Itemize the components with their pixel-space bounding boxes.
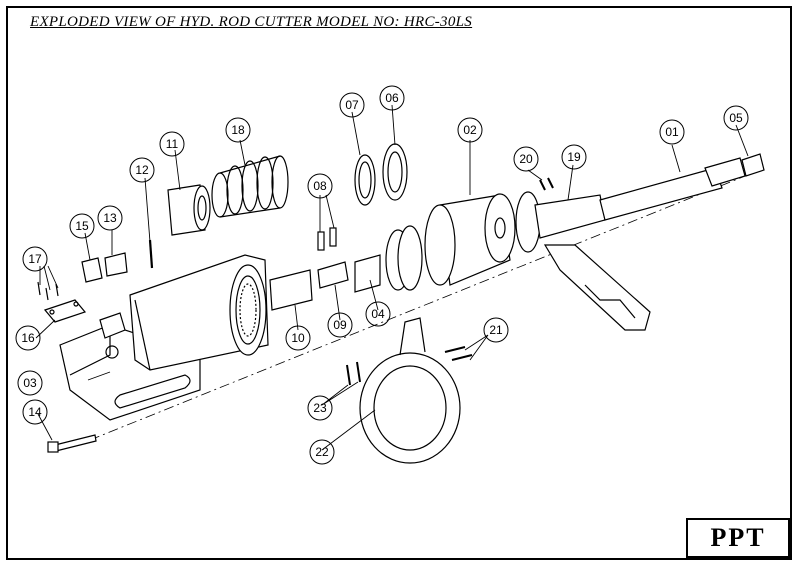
part-15-shape — [81, 257, 103, 283]
ppt-logo: PPT — [686, 518, 790, 558]
part-01-shape — [599, 157, 746, 221]
assembly-centerline — [89, 169, 761, 441]
svg-text:17: 17 — [28, 252, 42, 266]
part-02-shape — [424, 193, 516, 286]
svg-text:16: 16 — [21, 331, 35, 345]
part-20-shape — [539, 177, 554, 191]
svg-text:23: 23 — [313, 401, 327, 415]
svg-text:11: 11 — [166, 137, 179, 151]
part-21-shape — [444, 346, 473, 361]
svg-text:08: 08 — [313, 179, 327, 193]
svg-text:03: 03 — [23, 376, 37, 390]
svg-text:07: 07 — [345, 98, 359, 112]
svg-text:22: 22 — [315, 445, 329, 459]
part-22-shape — [359, 317, 461, 464]
svg-text:06: 06 — [385, 91, 399, 105]
drawing-border — [6, 6, 792, 560]
part-11-shape — [167, 184, 211, 236]
part-17-shape — [37, 281, 59, 301]
part-12-shape — [148, 239, 154, 269]
part-23-shape — [346, 361, 361, 386]
balloons: 01 02 03 04 05 06 07 08 09 10 11 12 13 1… — [15, 85, 749, 465]
svg-text:13: 13 — [103, 211, 117, 225]
svg-text:21: 21 — [489, 323, 503, 337]
part-13-shape — [104, 252, 128, 277]
svg-text:15: 15 — [75, 219, 89, 233]
part-19-shape — [515, 191, 651, 331]
svg-text:09: 09 — [333, 318, 347, 332]
svg-text:14: 14 — [28, 405, 42, 419]
svg-text:12: 12 — [135, 163, 149, 177]
main-body-shape — [129, 254, 269, 371]
svg-text:19: 19 — [567, 150, 581, 164]
svg-text:05: 05 — [729, 111, 743, 125]
part-05-shape — [741, 153, 765, 177]
svg-text:18: 18 — [231, 123, 245, 137]
svg-text:01: 01 — [665, 125, 679, 139]
part-04-shape — [354, 225, 423, 293]
drawing-title: EXPLODED VIEW OF HYD. ROD CUTTER MODEL N… — [30, 14, 473, 30]
part-06-07-shape — [354, 143, 408, 206]
svg-text:20: 20 — [519, 152, 533, 166]
svg-text:04: 04 — [371, 307, 385, 321]
part-18-shape — [211, 155, 289, 218]
part-09-shape — [317, 261, 349, 289]
part-14-shape — [47, 434, 97, 453]
svg-text:02: 02 — [463, 123, 477, 137]
part-10-shape — [269, 269, 313, 311]
svg-text:10: 10 — [291, 331, 305, 345]
part-08-shape — [317, 227, 337, 251]
